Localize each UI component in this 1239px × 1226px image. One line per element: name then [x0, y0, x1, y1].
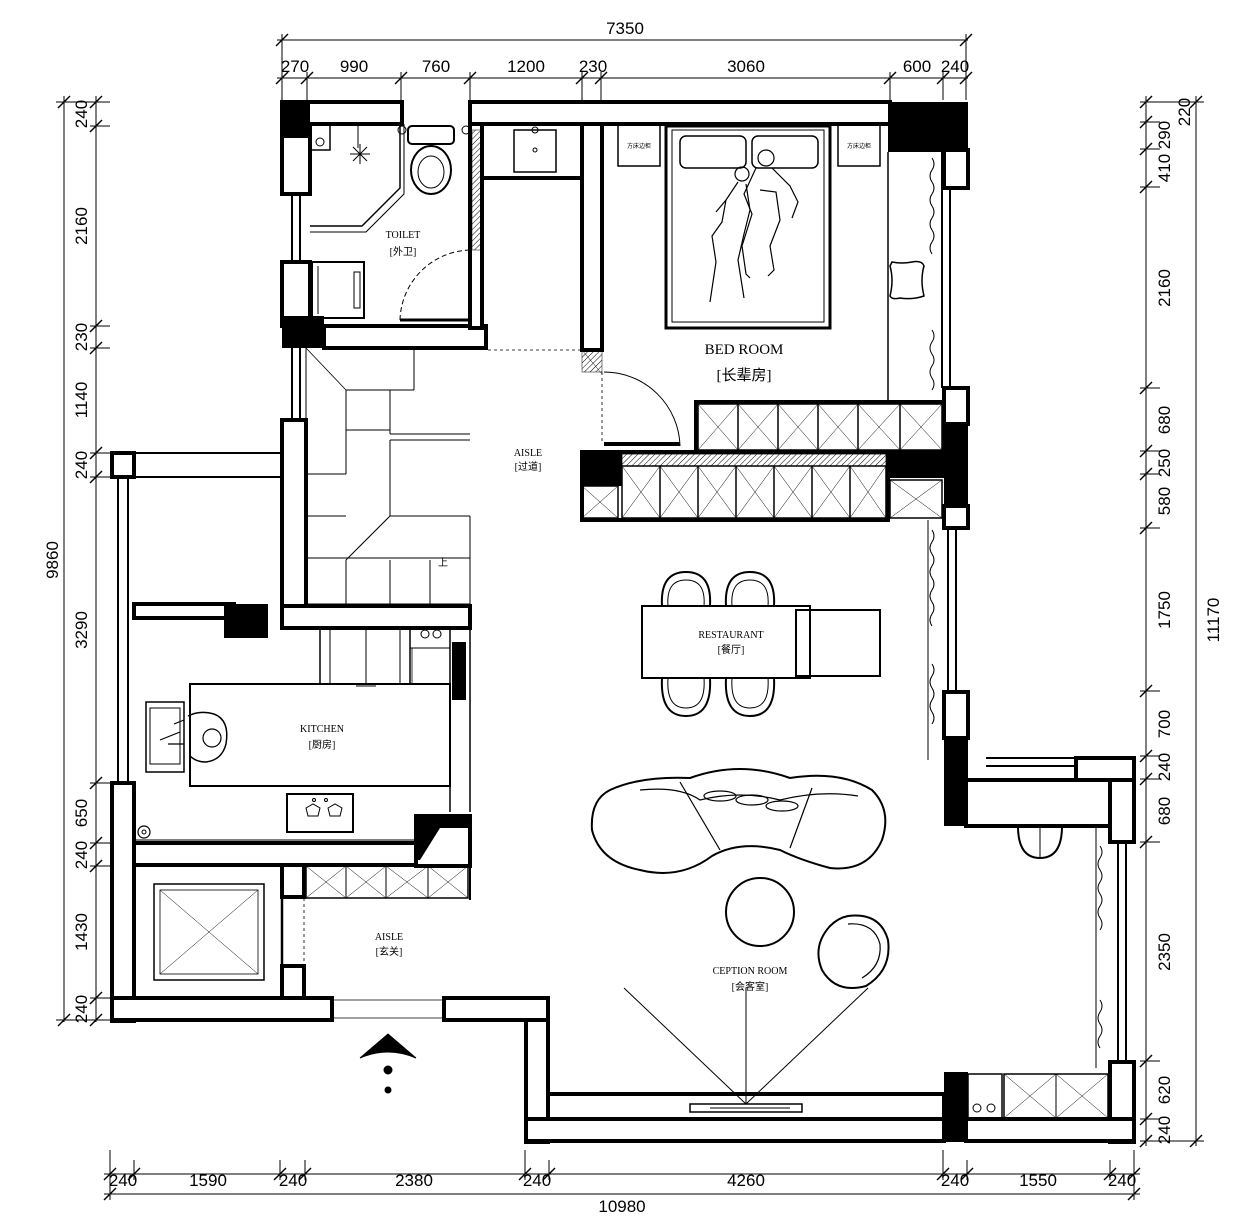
dim-left-total: 9860	[43, 541, 62, 579]
restaurant-label-zh: [餐厅]	[718, 643, 745, 656]
dimension-lines	[56, 34, 1204, 1200]
reception-label-zh: [会客室]	[732, 980, 769, 993]
columns	[224, 102, 968, 1142]
dim-top-7: 600	[903, 57, 931, 76]
dim-left-6: 3290	[72, 611, 91, 649]
toilet-icon	[407, 125, 455, 195]
stair-up-label: 上	[438, 557, 448, 569]
dim-right-5: 680	[1155, 406, 1174, 434]
dim-bottom-4: 2380	[395, 1171, 433, 1190]
dim-right-12: 2350	[1155, 933, 1174, 971]
dim-top-3: 760	[422, 57, 450, 76]
dim-right-10: 240	[1155, 753, 1174, 781]
dim-right-1: 220	[1175, 98, 1194, 126]
dim-left-8: 240	[72, 841, 91, 869]
dim-top-8: 240	[941, 57, 969, 76]
dim-bottom-6: 4260	[727, 1171, 765, 1190]
dim-bottom-8: 1550	[1019, 1171, 1057, 1190]
dim-right-4: 2160	[1155, 269, 1174, 307]
nightstand-right-label: 方床边柜	[847, 142, 871, 150]
staircase: 上	[305, 347, 471, 605]
wardrobe	[697, 403, 943, 451]
aisle-upper-label-en: AISLE	[514, 448, 542, 459]
dim-top-1: 270	[281, 57, 309, 76]
toilet-label-zh: [外卫]	[390, 246, 417, 258]
dim-left-7: 650	[72, 799, 91, 827]
dining-chair	[660, 570, 776, 718]
dim-top-2: 990	[340, 57, 368, 76]
dim-bottom-1: 240	[109, 1171, 137, 1190]
armchair	[817, 914, 890, 989]
dimension-labels: 7350 270 990 760 1200 230 3060 600 240 2…	[43, 19, 1223, 1216]
dim-left-4: 1140	[72, 382, 91, 419]
toilet-room: TOILET [外卫]	[309, 123, 603, 375]
person-icon	[159, 711, 228, 763]
entrance-arrow-icon	[359, 1033, 417, 1094]
kitchen-label-zh: [厨房]	[309, 738, 336, 751]
bed	[664, 124, 832, 330]
bedroom-label-zh: [长辈房]	[717, 367, 772, 384]
dimension-ticks	[57, 33, 1203, 1201]
dim-right-14: 240	[1155, 1116, 1174, 1144]
entry: AISLE [玄关]	[132, 820, 471, 1094]
restaurant-label-en: RESTAURANT	[698, 630, 763, 641]
curved-sofa	[590, 768, 887, 874]
reception-label-en: CEPTION ROOM	[713, 966, 788, 977]
dim-top-total: 7350	[606, 19, 644, 38]
toilet-label-en: TOILET	[386, 230, 421, 241]
corridor-cabinet	[581, 453, 943, 519]
dim-right-2: 290	[1155, 121, 1174, 149]
dim-left-9: 1430	[72, 913, 91, 951]
shower-icon	[350, 124, 370, 164]
dim-left-5: 240	[72, 451, 91, 479]
aisle-upper-label-zh: [过道]	[515, 460, 542, 473]
dim-bottom-2: 1590	[189, 1171, 227, 1190]
dim-top-6: 3060	[727, 57, 765, 76]
kitchen-label-en: KITCHEN	[300, 724, 344, 735]
bedroom-label-en: BED ROOM	[705, 342, 784, 358]
dim-bottom-3: 240	[279, 1171, 307, 1190]
dim-top-4: 1200	[507, 57, 545, 76]
dim-right-3: 410	[1155, 154, 1174, 182]
dim-left-1: 240	[72, 100, 91, 128]
dim-right-9: 700	[1155, 710, 1174, 738]
bedroom: 方床边柜 方床边柜	[601, 123, 943, 451]
dim-right-8: 1750	[1155, 591, 1174, 629]
dim-left-10: 240	[72, 995, 91, 1023]
dim-bottom-7: 240	[941, 1171, 969, 1190]
dim-right-13: 620	[1155, 1076, 1174, 1104]
reception-room: CEPTION ROOM [会客室]	[590, 768, 1109, 1119]
dim-right-total: 11170	[1204, 598, 1223, 643]
kitchen: KITCHEN [厨房]	[134, 627, 451, 841]
aisle-entry-label-zh: [玄关]	[376, 945, 403, 958]
dim-bottom-5: 240	[523, 1171, 551, 1190]
dim-left-2: 2160	[72, 207, 91, 245]
dim-bottom-9: 240	[1108, 1171, 1136, 1190]
dim-right-7: 580	[1155, 487, 1174, 515]
dim-right-6: 250	[1155, 449, 1174, 477]
people-figure-icon	[709, 149, 799, 303]
dim-top-5: 230	[579, 57, 607, 76]
dim-right-11: 680	[1155, 797, 1174, 825]
nightstand-left-label: 方床边柜	[627, 142, 651, 150]
dim-left-3: 230	[72, 323, 91, 351]
dim-bottom-total: 10980	[598, 1197, 645, 1216]
dining-area: RESTAURANT [餐厅]	[641, 520, 935, 760]
aisle-entry-label-en: AISLE	[375, 932, 403, 943]
